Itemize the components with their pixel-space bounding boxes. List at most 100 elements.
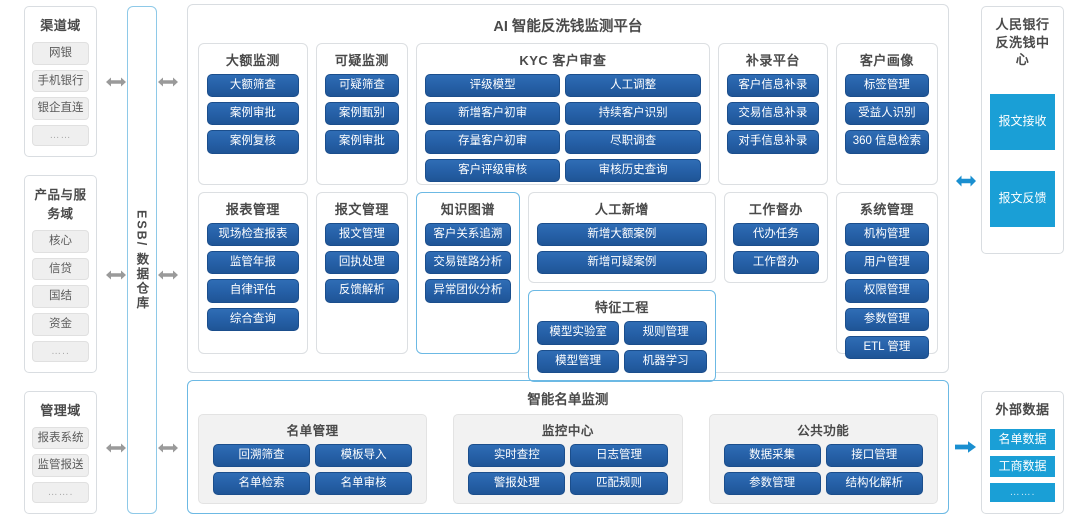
module-button[interactable]: 标签管理	[844, 74, 929, 98]
module-button[interactable]: 反馈解析	[324, 279, 399, 303]
module-button[interactable]: 客户信息补录	[726, 74, 819, 98]
module-button[interactable]: 模型实验室	[536, 321, 620, 345]
module-button[interactable]: 受益人识别	[844, 102, 929, 126]
module-button[interactable]: 权限管理	[844, 279, 929, 303]
group-button[interactable]: 匹配规则	[570, 471, 668, 495]
module-button[interactable]: 案例甄别	[324, 102, 399, 126]
module-button[interactable]: 模型管理	[536, 349, 620, 373]
module-button[interactable]: 机构管理	[844, 223, 929, 247]
module-button[interactable]: 人工调整	[565, 74, 701, 98]
module-button[interactable]: 用户管理	[844, 251, 929, 275]
module-button[interactable]: 报文管理	[324, 223, 399, 247]
module-manual-addition: 人工新增 新增大额案例 新增可疑案例	[527, 192, 716, 284]
module-button[interactable]: 自律评估	[206, 279, 299, 303]
domain-item[interactable]: 网银	[32, 42, 89, 65]
section-title: 智能名单监测	[527, 391, 609, 407]
module-button[interactable]: 360 信息检索	[844, 130, 929, 154]
domain-item[interactable]: 报表系统	[32, 426, 89, 450]
page-title: AI 智能反洗钱监测平台	[493, 19, 643, 35]
module-button[interactable]: 新增大额案例	[536, 223, 707, 247]
module-title: 可疑监测	[334, 53, 389, 68]
module-button[interactable]: 新增客户初审	[424, 102, 561, 126]
group-button[interactable]: 名单检索	[212, 471, 311, 495]
module-button[interactable]: 回执处理	[324, 251, 399, 275]
module-button[interactable]: 规则管理	[624, 321, 707, 345]
module-button[interactable]: 持续客户识别	[565, 102, 701, 126]
module-title: 知识图谱	[440, 202, 495, 217]
module-suspicious-monitoring: 可疑监测 可疑筛查 案例甄别 案例审批	[315, 43, 408, 185]
domain-item[interactable]: 核心	[32, 230, 89, 253]
esb-arrow-column	[157, 0, 179, 520]
left-arrow-column	[105, 0, 127, 520]
double-arrow-icon	[157, 77, 178, 87]
module-button[interactable]: 尽职调查	[565, 130, 701, 154]
module-button[interactable]: 参数管理	[844, 307, 929, 331]
domain-item[interactable]: 信贷	[32, 257, 89, 281]
platform-column: AI 智能反洗钱监测平台 大额监测 大额筛查 案例审批 案例复核 可疑监测	[179, 0, 955, 520]
external-item-ellipsis: …….	[989, 483, 1055, 502]
module-button[interactable]: 可疑筛查	[324, 74, 399, 98]
module-button[interactable]: 案例审批	[324, 130, 399, 154]
module-title: 工作督办	[748, 202, 803, 217]
group-button[interactable]: 名单审核	[315, 471, 413, 495]
module-button[interactable]: 客户关系追溯	[424, 223, 511, 247]
module-button[interactable]: 现场检查报表	[206, 223, 299, 247]
module-title: 系统管理	[859, 202, 914, 217]
module-button[interactable]: 机器学习	[624, 349, 707, 373]
group-button[interactable]: 警报处理	[468, 471, 566, 495]
module-title: 客户画像	[859, 53, 914, 68]
pbc-item[interactable]: 报文接收	[989, 93, 1055, 150]
arrow-right-icon	[954, 441, 976, 453]
module-customer-profile: 客户画像 标签管理 受益人识别 360 信息检索	[835, 43, 938, 185]
group-button[interactable]: 模板导入	[315, 443, 413, 467]
module-large-amount-monitoring: 大额监测 大额筛查 案例审批 案例复核	[197, 43, 308, 185]
module-button[interactable]: 交易链路分析	[424, 251, 511, 275]
module-button[interactable]: 对手信息补录	[726, 130, 819, 154]
module-work-supervision: 工作督办 代办任务 工作督办	[723, 192, 828, 284]
module-button[interactable]: 大额筛查	[206, 74, 299, 98]
module-button[interactable]: 新增可疑案例	[536, 251, 707, 275]
module-knowledge-graph: 知识图谱 客户关系追溯 交易链路分析 异常团伙分析	[415, 192, 520, 354]
double-arrow-icon	[105, 77, 126, 87]
double-arrow-icon	[157, 270, 178, 280]
module-title: 补录平台	[745, 53, 800, 68]
module-button[interactable]: 存量客户初审	[424, 130, 561, 154]
domain-item[interactable]: 银企直连	[32, 97, 89, 120]
smart-list-monitoring-panel: 智能名单监测 名单管理 回溯筛查 模板导入 名单检索 名单审核 监控中心 实时查…	[186, 379, 949, 514]
group-button[interactable]: 结构化解析	[825, 471, 923, 495]
group-button[interactable]: 参数管理	[723, 471, 821, 495]
group-button[interactable]: 实时查控	[468, 443, 566, 467]
card-title-line1: 人民银行	[995, 17, 1050, 32]
module-message-management: 报文管理 报文管理 回执处理 反馈解析	[315, 192, 408, 354]
card-title-line2: 反洗钱中心	[995, 34, 1050, 68]
platform-row-2: 报表管理 现场检查报表 监管年报 自律评估 综合查询 报文管理 报文管理 回执处…	[197, 192, 938, 382]
group-button[interactable]: 数据采集	[723, 443, 821, 467]
domain-item[interactable]: 资金	[32, 312, 89, 336]
module-button[interactable]: 综合查询	[206, 307, 299, 331]
module-title: 特征工程	[594, 300, 649, 316]
module-button[interactable]: 案例复核	[206, 130, 299, 154]
module-button[interactable]: 案例审批	[206, 102, 299, 126]
domain-item-ellipsis: …….	[32, 481, 89, 503]
module-button[interactable]: ETL 管理	[844, 335, 929, 360]
group-button[interactable]: 日志管理	[570, 443, 668, 467]
domain-item[interactable]: 手机银行	[32, 69, 89, 93]
domain-item[interactable]: 监管报送	[32, 454, 89, 477]
domain-item[interactable]: 国结	[32, 285, 89, 308]
module-button[interactable]: 异常团伙分析	[424, 279, 511, 303]
group-title: 监控中心	[541, 423, 594, 438]
module-button[interactable]: 审核历史查询	[565, 158, 701, 182]
module-button[interactable]: 监管年报	[206, 251, 299, 275]
card-title: 外部数据	[995, 402, 1050, 418]
module-button[interactable]: 代办任务	[732, 223, 819, 247]
module-button[interactable]: 客户评级审核	[424, 158, 561, 182]
group-button[interactable]: 回溯筛查	[212, 443, 311, 467]
group-button[interactable]: 接口管理	[825, 443, 923, 467]
pbc-item[interactable]: 报文反馈	[989, 170, 1055, 227]
external-item[interactable]: 名单数据	[989, 428, 1055, 450]
module-button[interactable]: 评级模型	[424, 74, 561, 98]
module-button[interactable]: 工作督办	[732, 251, 819, 275]
module-button[interactable]: 交易信息补录	[726, 102, 819, 126]
right-arrow-column	[954, 0, 977, 520]
external-item[interactable]: 工商数据	[989, 455, 1055, 477]
